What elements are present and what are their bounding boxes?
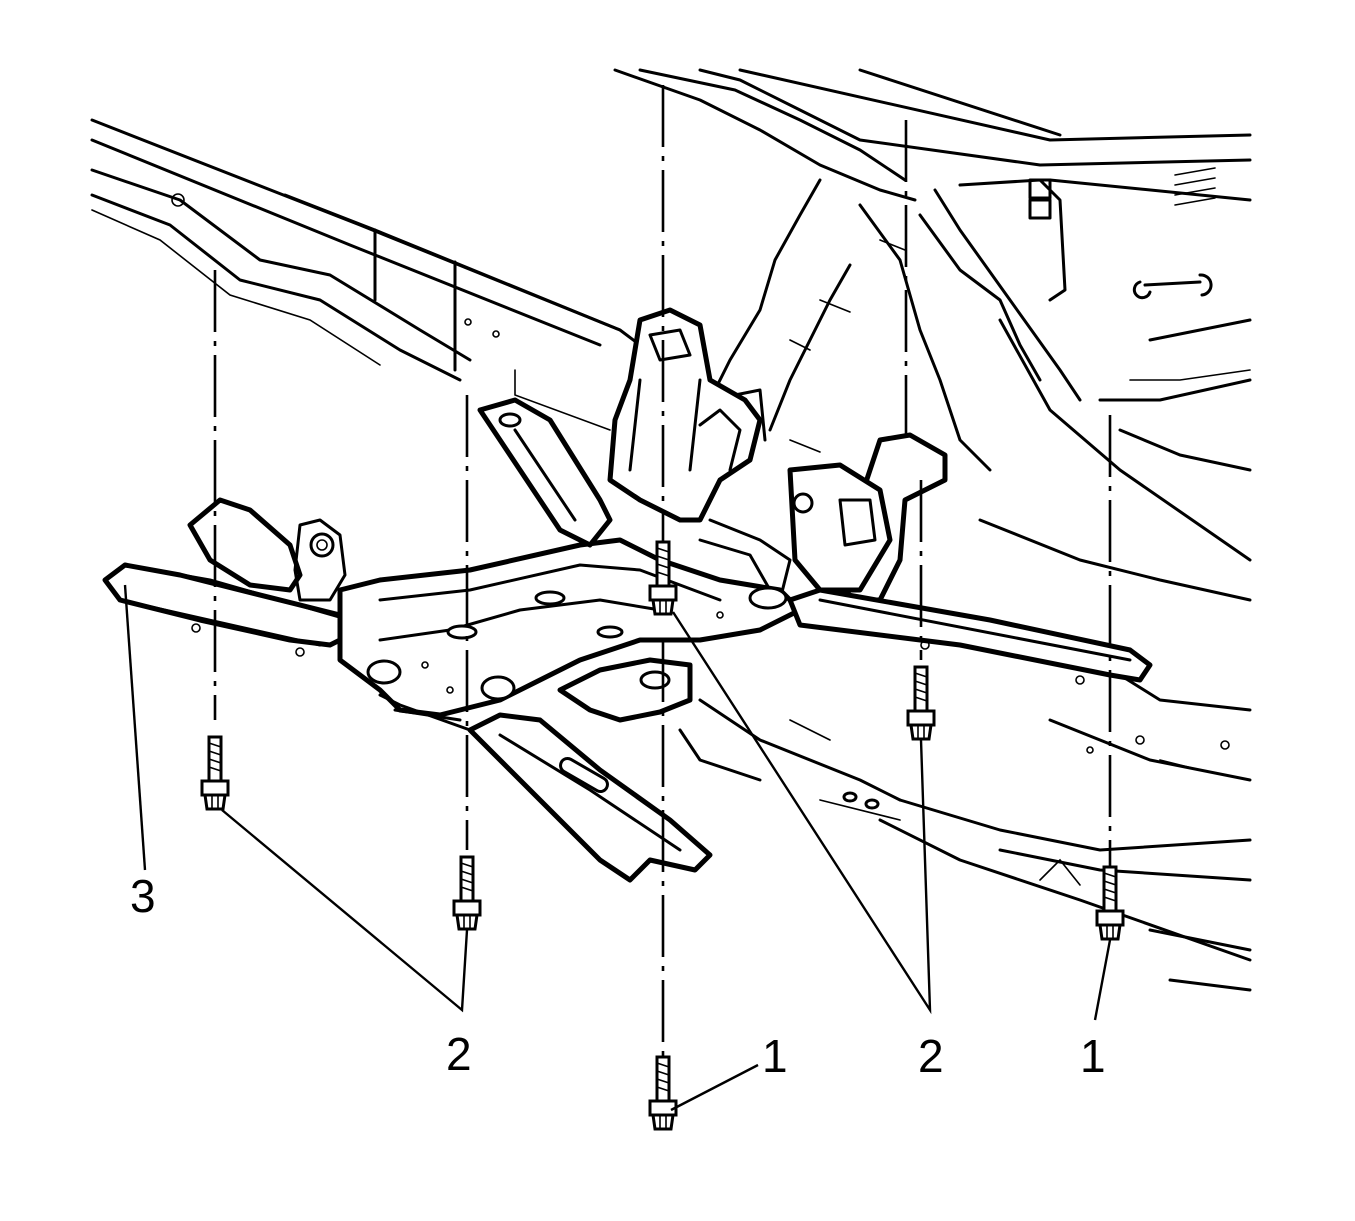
- vehicle-body-underside: [90, 68, 1252, 992]
- callout-1-right: 1: [1080, 1030, 1106, 1082]
- callout-2-left: 2: [446, 1028, 472, 1080]
- flange-bolt-icon: [1095, 865, 1125, 941]
- front-subframe: [102, 307, 1153, 883]
- callout-labels: 3 2 1 2 1: [130, 870, 1106, 1082]
- leader-2-right: [671, 611, 932, 1015]
- leader-2-left: [221, 809, 469, 1013]
- leader-1-right: [1093, 939, 1112, 1021]
- flange-bolt-icon: [648, 1055, 678, 1131]
- callout-3: 3: [130, 870, 156, 922]
- leader-lines: [123, 584, 1112, 1112]
- flange-bolt-icon: [200, 735, 230, 811]
- callout-1-center: 1: [762, 1030, 788, 1082]
- bolt-centerlines: [213, 85, 1112, 1060]
- flange-bolt-icon: [452, 855, 482, 931]
- flange-bolt-icon: [906, 665, 936, 741]
- callout-2-right: 2: [918, 1030, 944, 1082]
- leader-3: [123, 584, 147, 871]
- leader-1-center: [670, 1063, 759, 1112]
